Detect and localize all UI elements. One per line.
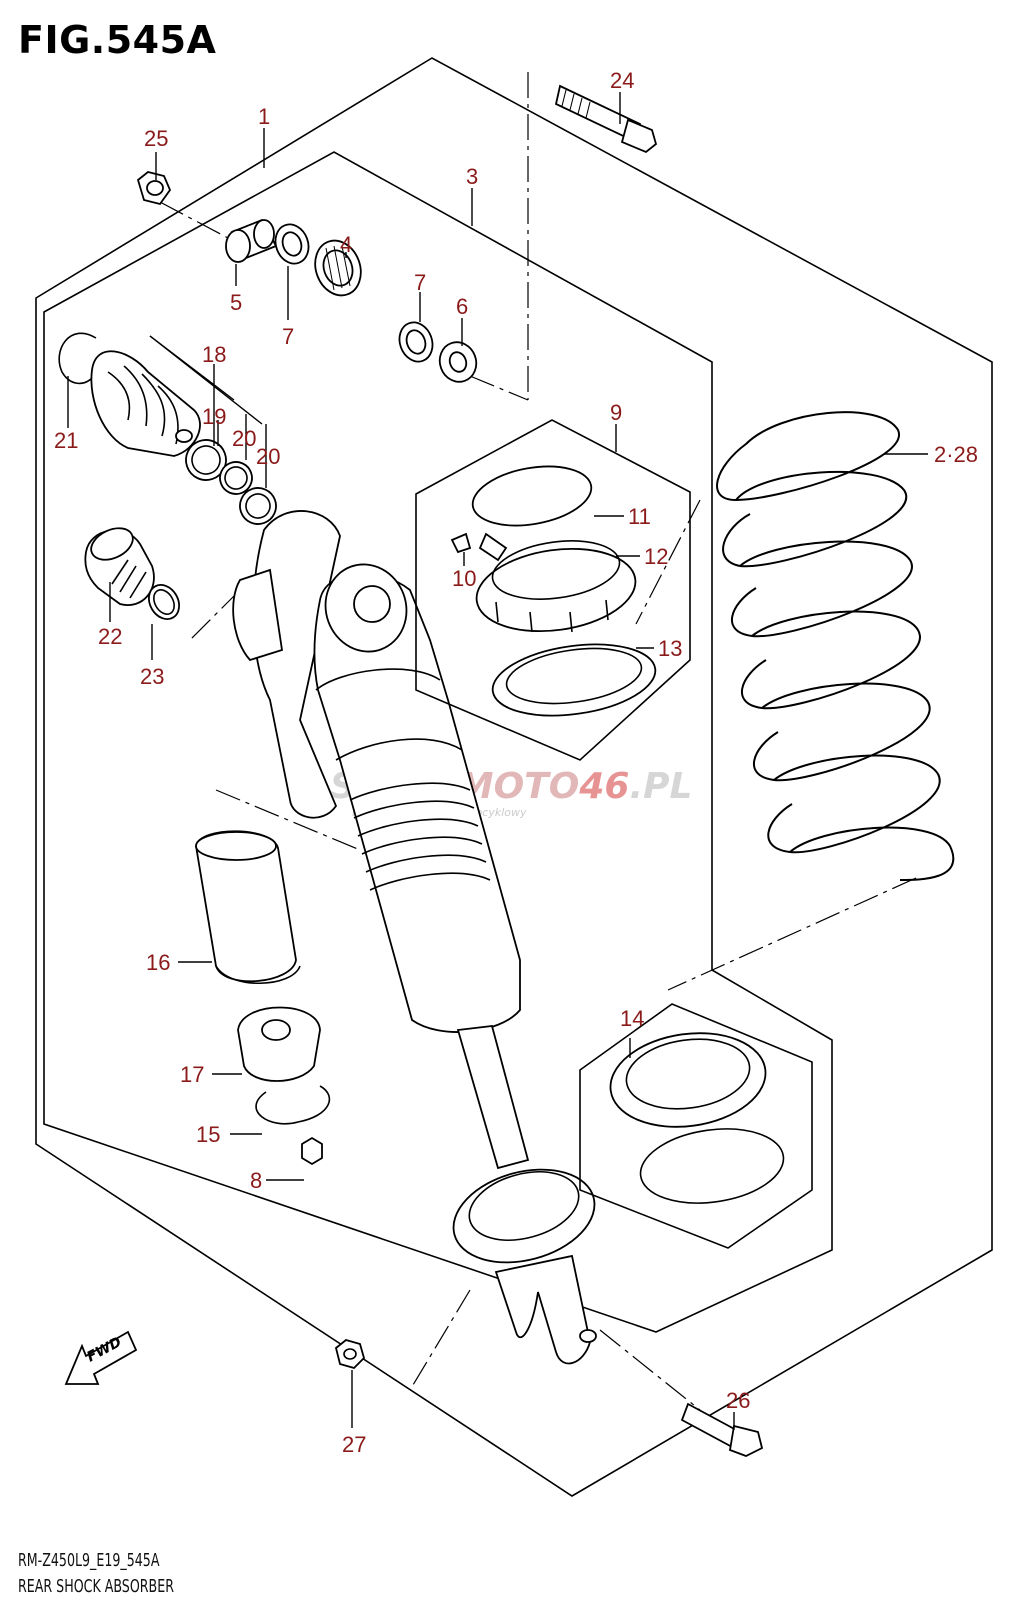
callout-7-left: 7	[282, 324, 294, 349]
callout-21: 21	[54, 428, 78, 453]
callout-10: 10	[452, 566, 476, 591]
part-18-bladder	[90, 350, 201, 457]
callout-25: 25	[144, 126, 168, 151]
callout-15: 15	[196, 1122, 220, 1147]
part-22-cap	[84, 527, 155, 606]
part-25-nut	[136, 171, 172, 206]
callout-14: 14	[620, 1006, 644, 1031]
callout-4: 4	[340, 232, 352, 257]
model-code: RM-Z450L9_E19_545A	[18, 1550, 160, 1571]
part-24-bolt	[554, 84, 658, 154]
part-15-ring	[255, 1085, 331, 1125]
part-7-seal-left	[274, 223, 310, 265]
part-4-bearing	[314, 239, 362, 297]
part-21-snap-ring	[58, 332, 97, 385]
shock-reservoir	[232, 510, 341, 819]
callout-3: 3	[466, 164, 478, 189]
callout-24: 24	[610, 68, 634, 93]
callout-23: 23	[140, 664, 164, 689]
part-27-nut	[334, 1339, 366, 1370]
part-12-nut	[475, 540, 637, 633]
figure-name: REAR SHOCK ABSORBER	[18, 1576, 174, 1597]
shock-rod	[456, 1025, 530, 1170]
callout-22: 22	[98, 624, 122, 649]
figure-title: FIG.545A	[18, 18, 217, 62]
callout-27: 27	[342, 1432, 366, 1457]
part-9-group-frame	[415, 419, 691, 761]
callout-7-right: 7	[414, 270, 426, 295]
part-14-seat	[609, 1032, 785, 1204]
callout-5: 5	[230, 290, 242, 315]
part-20-ring-b	[239, 487, 277, 525]
leader-lines	[67, 92, 928, 1430]
callout-26: 26	[726, 1388, 750, 1413]
callout-16: 16	[146, 950, 170, 975]
callout-12: 12	[644, 544, 668, 569]
part-5-collar	[225, 218, 278, 263]
callout-8: 8	[250, 1168, 262, 1193]
part-10-screw	[450, 532, 472, 554]
part-26-bolt	[680, 1402, 764, 1457]
part-23-o-ring	[148, 584, 180, 620]
callout-18: 18	[202, 342, 226, 367]
assembly-frame-outer	[35, 57, 993, 1497]
part-14-group-frame	[579, 1003, 813, 1249]
shock-lower-clevis	[452, 1168, 597, 1365]
callout-6: 6	[456, 294, 468, 319]
part-19-o-ring	[185, 439, 227, 481]
part-6-collar	[438, 341, 478, 383]
part-7-seal-right	[398, 321, 434, 363]
callout-20-b: 20	[256, 444, 280, 469]
callout-1: 1	[258, 104, 270, 129]
callout-labels: 1 2·28 3 4 5 6 7 7 8 9 10 11 12 13 14 15…	[54, 68, 978, 1457]
callout-11: 11	[628, 504, 651, 529]
callout-19: 19	[202, 404, 226, 429]
part-20-ring-a	[219, 461, 253, 495]
part-8-nut	[301, 1136, 323, 1166]
part-11-clip	[471, 465, 593, 562]
callout-13: 13	[658, 636, 682, 661]
part-13-seat	[491, 643, 657, 717]
assembly-frame-inner	[43, 151, 833, 1333]
callout-17: 17	[180, 1062, 204, 1087]
callout-9: 9	[610, 400, 622, 425]
part-2-spring	[716, 411, 955, 881]
part-17-cap	[237, 1006, 321, 1082]
callout-20-a: 20	[232, 426, 256, 451]
fwd-arrow-icon: FWD	[64, 1330, 138, 1385]
callout-2-28: 2·28	[934, 442, 978, 467]
part-16-cylinder	[195, 830, 301, 984]
